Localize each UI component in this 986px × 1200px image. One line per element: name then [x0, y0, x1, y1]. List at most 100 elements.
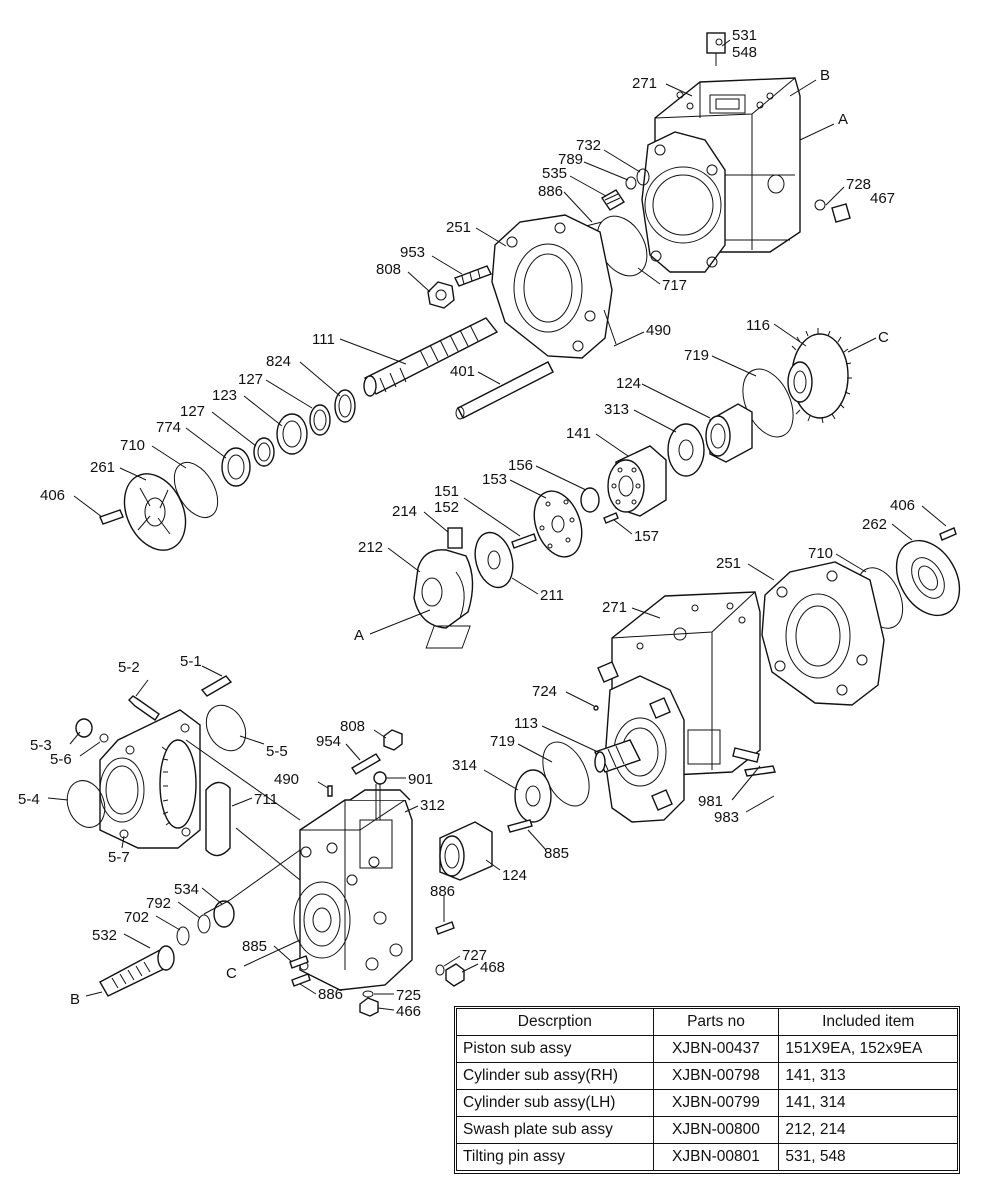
- part-gear-116: [787, 328, 852, 424]
- callout-702: 702: [124, 909, 149, 926]
- callout-468: 468: [480, 959, 505, 976]
- header-included-item: Included item: [778, 1008, 958, 1036]
- callout-711: 711: [254, 791, 278, 808]
- part-cover-261: [99, 473, 187, 551]
- callout-127-a: 127: [238, 371, 263, 388]
- callout-5-7: 5-7: [108, 849, 130, 866]
- callout-141: 141: [566, 425, 591, 442]
- parts-table-header-row: Descrption Parts no Included item: [456, 1008, 958, 1036]
- callout-B-lower: B: [70, 991, 80, 1008]
- callout-885-upper: 885: [544, 845, 569, 862]
- table-row: Cylinder sub assy(RH) XJBN-00798 141, 31…: [456, 1062, 958, 1090]
- cell-description: Cylinder sub assy(LH): [456, 1089, 654, 1117]
- part-plug-954: [351, 753, 381, 775]
- callout-116: 116: [746, 317, 770, 334]
- callout-886-upper: 886: [538, 183, 563, 200]
- part-oring-702: [176, 926, 190, 946]
- callout-724: 724: [532, 683, 557, 700]
- part-oring-5-4: [66, 780, 106, 828]
- callout-314: 314: [452, 757, 477, 774]
- part-oring-5-5: [205, 704, 247, 752]
- part-pin-157: [603, 512, 619, 524]
- callout-C-upper: C: [878, 329, 889, 346]
- callout-789: 789: [558, 151, 583, 168]
- callout-262: 262: [862, 516, 887, 533]
- callout-466: 466: [396, 1003, 421, 1020]
- table-row: Piston sub assy XJBN-00437 151X9EA, 152x…: [456, 1035, 958, 1063]
- part-oring-792: [197, 914, 211, 934]
- part-guide-156: [580, 487, 600, 513]
- part-housing-lower: [425, 591, 776, 823]
- cell-parts-no: XJBN-00800: [652, 1116, 780, 1144]
- part-plate-313: [667, 423, 705, 477]
- callout-152: 152: [434, 499, 459, 516]
- callout-5-2: 5-2: [118, 659, 140, 676]
- part-pin-885-lower: [289, 955, 309, 969]
- leader-lines: [47, 39, 947, 1011]
- callout-214: 214: [392, 503, 417, 520]
- callout-406-left: 406: [40, 487, 65, 504]
- callout-5-1: 5-1: [180, 653, 202, 670]
- cell-description: Tilting pin assy: [456, 1143, 654, 1171]
- callout-5-3: 5-3: [30, 737, 52, 754]
- callout-labels: 531 548 271 B A 732 789 535 728 467 886 …: [18, 27, 915, 1020]
- callout-728: 728: [846, 176, 871, 193]
- part-plug-534: [213, 900, 235, 928]
- cell-included-item: 141, 314: [778, 1089, 958, 1117]
- callout-467: 467: [870, 190, 895, 207]
- callout-808-upper: 808: [376, 261, 401, 278]
- part-pin-886-right: [435, 921, 455, 935]
- part-shaft-rings: [221, 389, 356, 487]
- callout-534: 534: [174, 881, 199, 898]
- callout-251-upper: 251: [446, 219, 471, 236]
- callout-401: 401: [450, 363, 475, 380]
- callout-792: 792: [146, 895, 171, 912]
- callout-490-lower: 490: [274, 771, 299, 788]
- part-piston-151: [511, 533, 537, 549]
- part-orings-upper: [585, 168, 851, 227]
- part-gear-pump: [75, 675, 233, 849]
- part-tilting-pin: [706, 32, 726, 66]
- callout-312: 312: [420, 797, 445, 814]
- table-row: Cylinder sub assy(LH) XJBN-00799 141, 31…: [456, 1089, 958, 1117]
- callout-710-lower: 710: [808, 545, 833, 562]
- callout-532: 532: [92, 927, 117, 944]
- callout-A-lower: A: [354, 627, 364, 644]
- part-shoe-plate-211: [474, 531, 514, 589]
- callout-953: 953: [400, 244, 425, 261]
- callout-774: 774: [156, 419, 181, 436]
- cell-parts-no: XJBN-00799: [652, 1089, 780, 1117]
- cell-description: Piston sub assy: [456, 1035, 654, 1063]
- callout-212: 212: [358, 539, 383, 556]
- table-row: Tilting pin assy XJBN-00801 531, 548: [456, 1143, 958, 1171]
- callout-901: 901: [408, 771, 433, 788]
- part-oring-725: [362, 990, 374, 998]
- part-pin-886-lower: [291, 973, 311, 987]
- part-shaft-113: [594, 739, 641, 773]
- callout-156: 156: [508, 457, 533, 474]
- callout-719-lower: 719: [490, 733, 515, 750]
- cell-included-item: 531, 548: [778, 1143, 958, 1171]
- callout-824: 824: [266, 353, 291, 370]
- callout-535: 535: [542, 165, 567, 182]
- callout-5-5: 5-5: [266, 743, 288, 760]
- callout-113: 113: [514, 715, 538, 732]
- callout-157: 157: [634, 528, 659, 545]
- callout-111: 111: [312, 331, 335, 348]
- callout-5-6: 5-6: [50, 751, 72, 768]
- cell-included-item: 141, 313: [778, 1062, 958, 1090]
- part-pin-724: [593, 705, 599, 711]
- part-nut-808-lower: [383, 729, 403, 751]
- cell-included-item: 151X9EA, 152x9EA: [778, 1035, 958, 1063]
- callout-981: 981: [698, 793, 723, 810]
- callout-B-upper: B: [820, 67, 830, 84]
- callout-717: 717: [662, 277, 687, 294]
- part-coupling-124-upper: [705, 403, 753, 463]
- callout-727: 727: [462, 947, 487, 964]
- callout-406-right: 406: [890, 497, 915, 514]
- part-seal-711: [205, 781, 231, 857]
- part-fitting-901: [373, 771, 387, 820]
- cell-parts-no: XJBN-00798: [652, 1062, 780, 1090]
- callout-124-lower: 124: [502, 867, 527, 884]
